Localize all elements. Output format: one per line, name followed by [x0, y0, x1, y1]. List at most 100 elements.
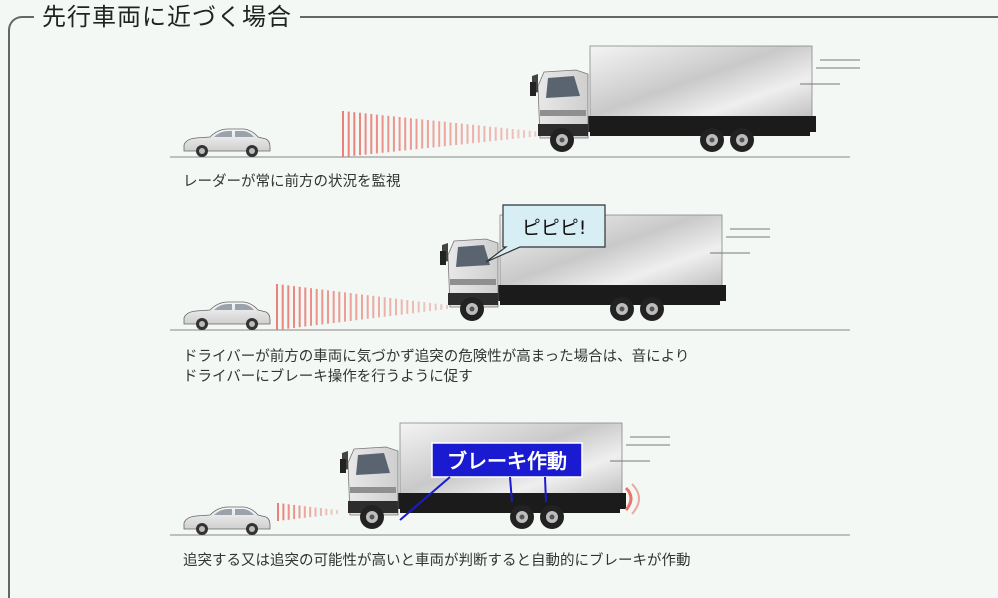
- radar-wave-bar: [298, 505, 301, 519]
- radar-wave-bar: [494, 127, 497, 141]
- radar-wave-bar: [281, 284, 284, 330]
- radar-wave-bar: [383, 297, 386, 317]
- radar-wave-bar: [477, 125, 480, 143]
- radar-wave-bar: [298, 286, 301, 328]
- radar-wave-bar: [432, 120, 435, 148]
- radar-wave-bar: [534, 131, 537, 137]
- radar-wave-bar: [412, 300, 414, 314]
- radar-wave-bar: [287, 504, 290, 520]
- caption-line: ドライバーが前方の車両に気づかず追突の危険性が高まった場合は、音により: [183, 349, 690, 365]
- caption-scene-3: 追突する又は追突の可能性が高いと車両が判断すると自動的にブレーキが作動: [183, 551, 691, 571]
- radar-waves: [342, 111, 542, 157]
- radar-wave-bar: [375, 114, 378, 154]
- radar-waves: [276, 284, 448, 330]
- radar-wave-bar: [277, 503, 279, 521]
- car-illustration: [183, 128, 271, 158]
- radar-wave-bar: [309, 506, 312, 518]
- radar-wave-bar: [438, 121, 441, 147]
- caption-line: 追突する又は追突の可能性が高いと車両が判断すると自動的にブレーキが作動: [183, 553, 691, 569]
- radar-wave-bar: [460, 123, 463, 145]
- radar-wave-bar: [338, 291, 341, 323]
- radar-wave-bar: [500, 127, 503, 141]
- radar-wave-bar: [378, 296, 380, 318]
- radar-wave-bar: [455, 123, 458, 145]
- car-illustration: [183, 506, 271, 536]
- radar-wave-bar: [310, 288, 312, 326]
- radar-wave-bar: [287, 285, 290, 329]
- radar-wave-bar: [282, 503, 285, 521]
- radar-wave-bar: [398, 117, 401, 151]
- radar-wave-bar: [387, 115, 390, 153]
- radar-waves: [277, 503, 338, 521]
- radar-wave-bar: [276, 284, 278, 330]
- radar-wave-bar: [293, 286, 295, 328]
- radar-wave-bar: [314, 507, 317, 517]
- radar-wave-bar: [406, 300, 409, 314]
- caption-line: レーダーが常に前方の状況を監視: [183, 174, 401, 190]
- radar-wave-bar: [440, 304, 443, 310]
- radar-wave-bar: [336, 510, 338, 514]
- caption-line: ドライバーにブレーキ操作を行うように促す: [183, 369, 473, 385]
- radar-wave-bar: [342, 111, 344, 157]
- truck-illustration: [529, 45, 861, 153]
- radar-wave-bar: [315, 288, 318, 326]
- radar-wave-bar: [404, 117, 407, 151]
- radar-wave-bar: [347, 111, 350, 157]
- radar-wave-bar: [304, 287, 307, 327]
- radar-wave-bar: [426, 120, 429, 148]
- radar-wave-bar: [303, 506, 306, 518]
- title-container: 先行車両に近づく場合: [34, 0, 300, 34]
- radar-wave-bar: [381, 115, 384, 153]
- radar-wave-bar: [446, 305, 448, 309]
- radar-wave-bar: [349, 293, 352, 321]
- radar-wave-bar: [523, 130, 525, 138]
- radar-wave-bar: [370, 114, 373, 154]
- radar-wave-bar: [489, 126, 492, 142]
- brake-light-glow: [624, 486, 633, 511]
- scene-3: ブレーキ作動: [170, 422, 850, 536]
- radar-wave-bar: [325, 508, 328, 516]
- radar-wave-bar: [511, 129, 514, 139]
- radar-wave-bar: [417, 301, 420, 313]
- radar-wave-bar: [293, 504, 296, 520]
- radar-wave-bar: [466, 124, 469, 144]
- brake-label-text: ブレーキ作動: [447, 449, 567, 473]
- radar-wave-bar: [443, 121, 446, 147]
- radar-wave-bar: [400, 299, 403, 315]
- radar-wave-bar: [355, 293, 358, 321]
- caption-scene-1: レーダーが常に前方の状況を監視: [183, 172, 401, 192]
- brake-active-label: ブレーキ作動: [399, 442, 583, 521]
- radar-wave-bar: [359, 112, 361, 156]
- radar-wave-bar: [429, 302, 431, 312]
- radar-wave-bar: [506, 128, 509, 140]
- radar-wave-bar: [366, 295, 369, 319]
- section-frame: [8, 16, 998, 598]
- radar-wave-bar: [364, 113, 367, 155]
- radar-wave-bar: [517, 129, 520, 139]
- scene-2: ピピピ!: [170, 204, 850, 331]
- section-title: 先行車両に近づく場合: [42, 3, 292, 31]
- radar-wave-bar: [344, 292, 346, 322]
- alert-speech-bubble: ピピピ!: [485, 204, 606, 263]
- alert-bubble-text: ピピピ!: [522, 217, 587, 239]
- radar-wave-bar: [319, 508, 322, 516]
- radar-wave-bar: [389, 298, 392, 316]
- radar-wave-bar: [372, 295, 375, 319]
- radar-wave-bar: [483, 126, 486, 142]
- radar-wave-bar: [392, 116, 395, 152]
- radar-wave-bar: [472, 124, 475, 144]
- radar-wave-bar: [421, 119, 424, 149]
- radar-wave-bar: [330, 509, 333, 515]
- radar-wave-bar: [327, 290, 329, 324]
- radar-wave-bar: [332, 291, 335, 323]
- radar-wave-bar: [353, 112, 356, 156]
- radar-wave-bar: [321, 289, 324, 325]
- radar-wave-bar: [449, 122, 452, 146]
- radar-wave-bar: [528, 130, 531, 138]
- radar-wave-bar: [361, 294, 363, 320]
- diagram-canvas: ピピピ! ブレーキ作動: [170, 45, 861, 536]
- radar-wave-bar: [415, 118, 418, 150]
- car-illustration: [183, 301, 271, 331]
- scene-1: [170, 45, 861, 158]
- radar-wave-bar: [423, 302, 426, 312]
